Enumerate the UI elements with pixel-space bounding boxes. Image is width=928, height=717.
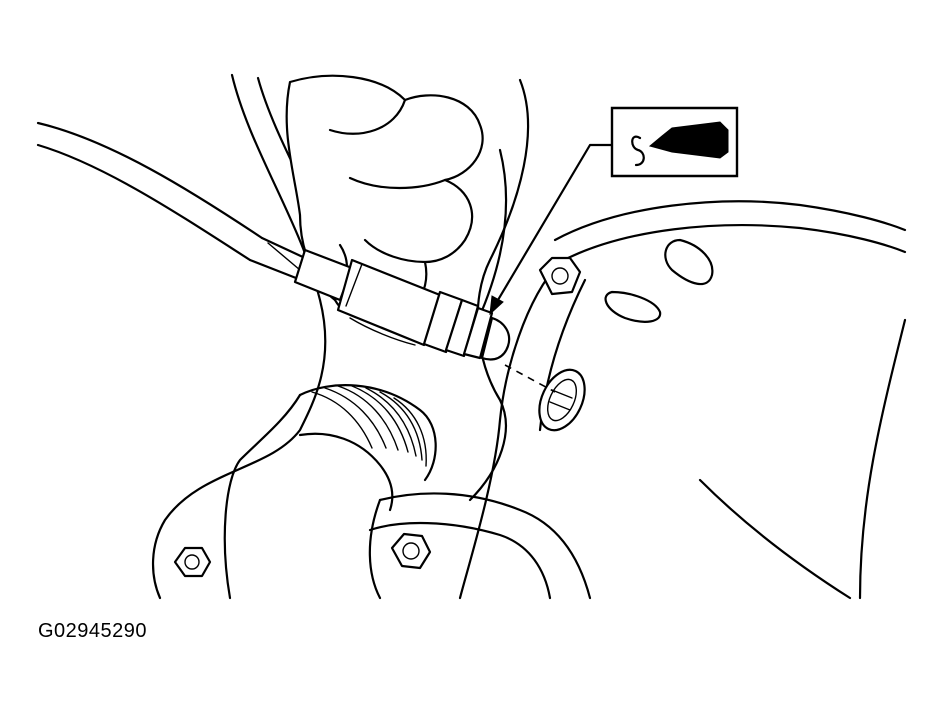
oxygen-sensor [295,250,509,360]
insertion-guide-line [505,365,555,392]
lower-left-nut [175,548,210,576]
exhaust-pipe-lower [370,493,590,598]
sensor-mounting-hole [530,363,593,438]
sealant-callout-leader [490,145,612,314]
flange-nut [540,258,580,294]
lower-nut [392,534,430,568]
figure-id-label: G02945290 [38,620,148,642]
flexible-hose [225,385,436,598]
manifold-flange [460,201,905,598]
sensor-wire [38,123,305,278]
sealant-applicator-icon [612,108,737,176]
